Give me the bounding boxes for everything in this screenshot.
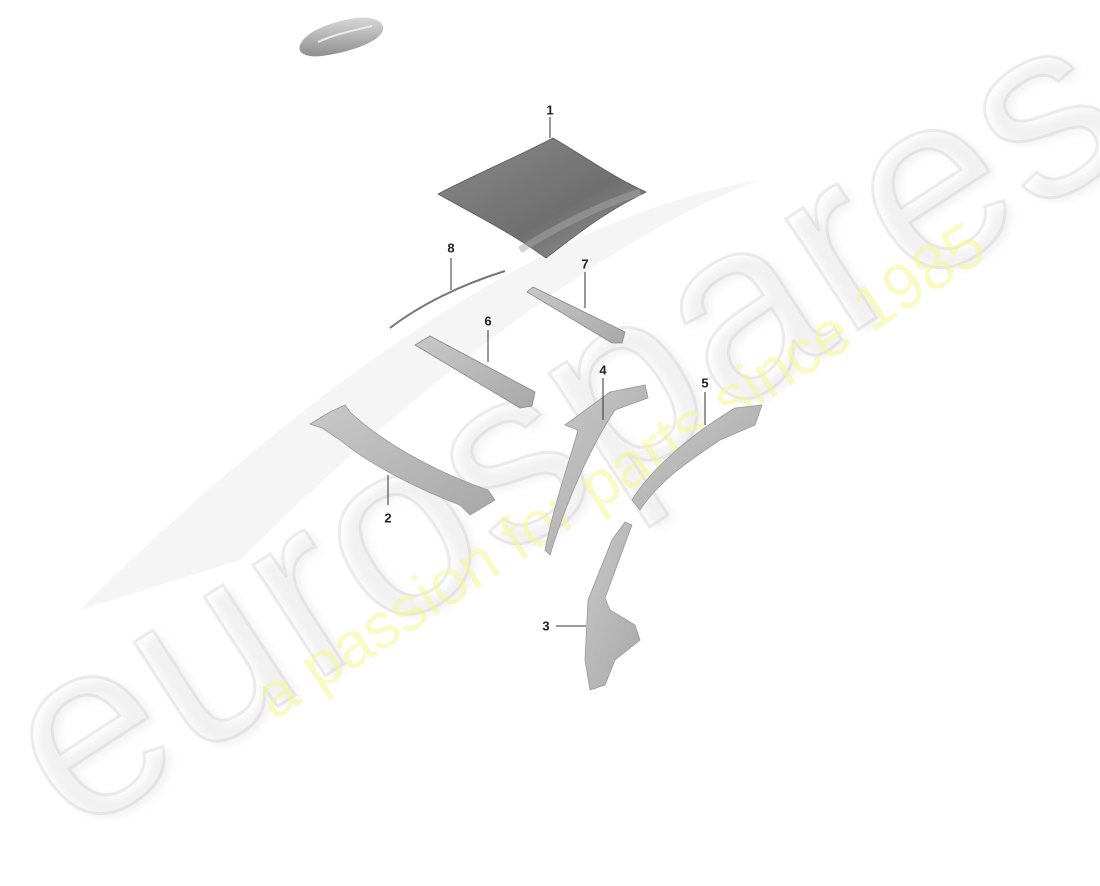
car-silhouette-icon: [299, 17, 384, 57]
watermark-swoosh: [80, 180, 760, 610]
part-a-pillar[interactable]: [544, 378, 649, 556]
part-roof-bow-front[interactable]: [414, 330, 536, 409]
diagram-artwork: [80, 17, 763, 691]
part-b-pillar-lower[interactable]: [556, 521, 641, 691]
part-roof-side-rail[interactable]: [631, 392, 763, 511]
callout-4[interactable]: 4: [599, 362, 607, 378]
part-roof-panel[interactable]: [437, 117, 647, 259]
callout-8[interactable]: 8: [447, 240, 455, 256]
part-trim-strip[interactable]: [389, 258, 506, 329]
part-windscreen-frame[interactable]: [309, 404, 496, 516]
callout-2[interactable]: 2: [384, 510, 392, 526]
callout-5[interactable]: 5: [701, 375, 709, 391]
callout-1[interactable]: 1: [546, 102, 554, 118]
callout-7[interactable]: 7: [581, 256, 589, 272]
callout-6[interactable]: 6: [484, 313, 492, 329]
callout-3[interactable]: 3: [542, 618, 550, 634]
part-roof-bow-rear[interactable]: [526, 272, 626, 344]
